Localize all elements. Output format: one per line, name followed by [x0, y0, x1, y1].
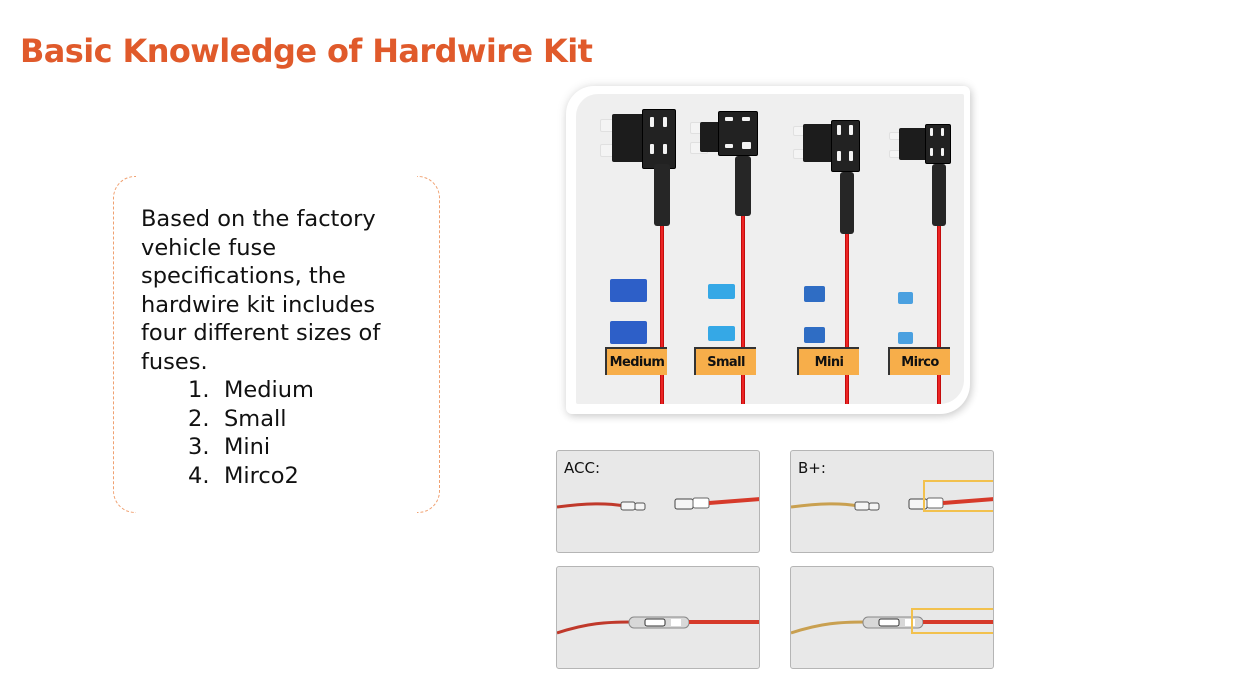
fuse-tap-photo: Medium Small Min	[576, 94, 964, 404]
acc-wire-connector-icon	[557, 497, 759, 511]
medium-fuse-icon	[610, 321, 647, 344]
fuse-label-micro: Mirco	[888, 347, 950, 375]
list-number: 1.	[188, 377, 210, 403]
acc-wire-joined-icon	[557, 616, 759, 635]
fuse-tap-small: Small	[684, 94, 779, 404]
panel-label: B+:	[798, 459, 826, 477]
micro-fuse-icon	[898, 292, 913, 304]
wiring-panel-acc-connected	[556, 566, 760, 669]
small-fuse-icon	[708, 284, 735, 299]
list-label: Small	[224, 405, 287, 432]
highlight-box	[911, 608, 993, 634]
fuse-size-item: 2. Small	[188, 405, 314, 434]
fuse-label-medium: Medium	[605, 347, 667, 375]
fuse-info-paragraph: Based on the factory vehicle fuse specif…	[141, 206, 381, 375]
fuse-size-item: 3. Mini	[188, 433, 314, 462]
fuse-tap-mini: Mini	[783, 94, 878, 404]
micro-fuse-icon	[898, 332, 913, 344]
fuse-size-list: 1. Medium 2. Small 3. Mini 4. Mirco2	[188, 376, 314, 490]
fuse-tap-photo-frame: Medium Small Min	[566, 86, 970, 414]
small-fuse-icon	[708, 326, 735, 341]
mini-fuse-icon	[804, 286, 825, 302]
wiring-panel-acc-disconnected: ACC:	[556, 450, 760, 553]
bplus-wire-connector-icon	[791, 497, 993, 511]
wiring-panel-bplus-connected	[790, 566, 994, 669]
wiring-panel-bplus-disconnected: B+:	[790, 450, 994, 553]
fuse-label-small: Small	[694, 347, 756, 375]
list-label: Mini	[224, 434, 271, 461]
fuse-tap-medium: Medium	[590, 94, 685, 404]
page-title: Basic Knowledge of Hardwire Kit	[20, 32, 593, 70]
medium-fuse-icon	[610, 279, 647, 302]
list-number: 4.	[188, 462, 210, 489]
fuse-size-item: 4. Mirco2	[188, 462, 314, 491]
list-number: 2.	[188, 405, 210, 432]
fuse-size-item: 1. Medium	[188, 376, 314, 405]
mini-fuse-icon	[804, 327, 825, 343]
bplus-wire-joined-icon	[791, 616, 993, 635]
panel-label: ACC:	[564, 459, 600, 477]
list-number: 3.	[188, 434, 210, 461]
list-label: Mirco2	[224, 462, 299, 489]
highlight-box	[923, 480, 993, 512]
fuse-label-mini: Mini	[797, 347, 859, 375]
list-label: Medium	[224, 377, 314, 403]
fuse-tap-micro: Mirco	[879, 94, 964, 404]
fuse-info-box	[113, 174, 440, 515]
